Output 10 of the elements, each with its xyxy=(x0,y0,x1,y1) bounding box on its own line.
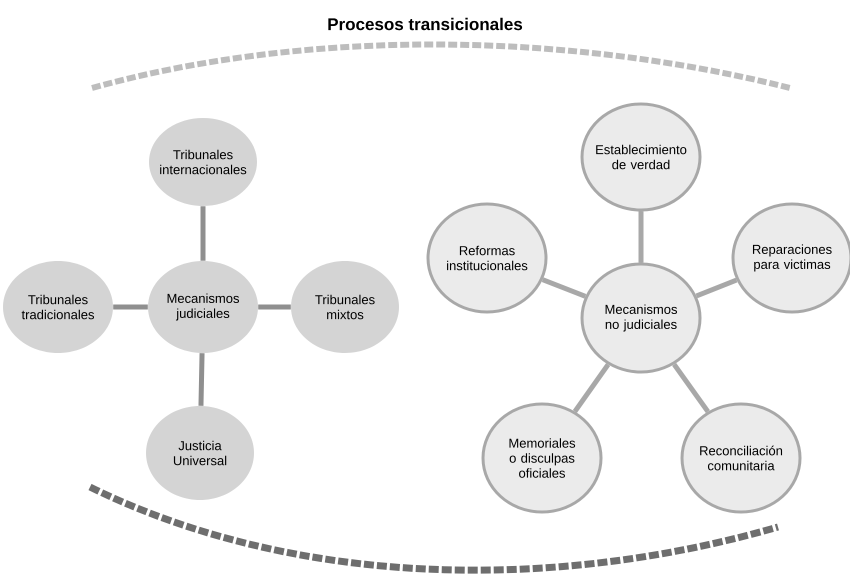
title: Procesos transicionales xyxy=(328,18,522,30)
connector-line xyxy=(672,362,710,414)
connector-line xyxy=(572,363,610,413)
connector-line xyxy=(696,278,738,298)
connector-line xyxy=(542,277,586,299)
connector-line xyxy=(258,304,291,310)
connector-line xyxy=(113,304,148,310)
connector-line xyxy=(200,206,206,261)
connector-line xyxy=(638,212,644,262)
connector-line xyxy=(198,353,205,406)
